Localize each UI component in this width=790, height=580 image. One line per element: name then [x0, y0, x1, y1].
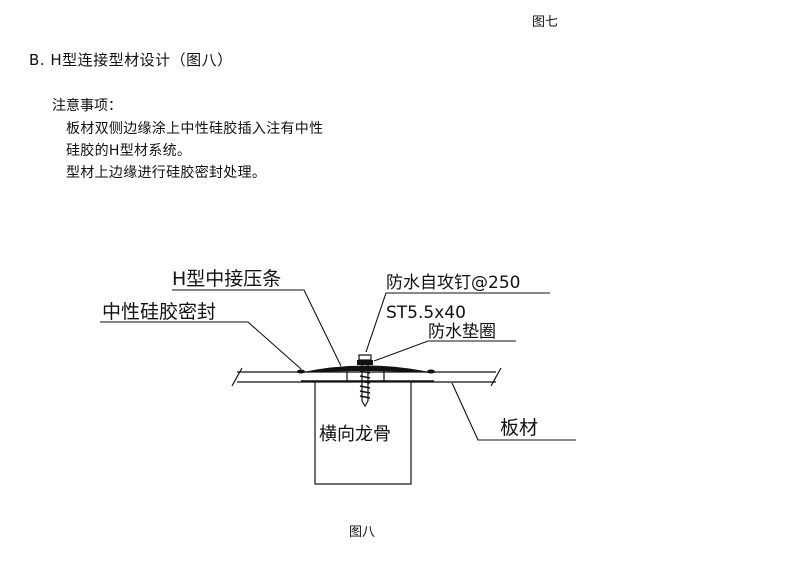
- panel-leader: [451, 382, 576, 441]
- h-strip-leader: [172, 289, 342, 367]
- screw-spec-label: ST5.5x40: [386, 303, 466, 323]
- section-title: B. H型连接型材设计（图八）: [29, 51, 233, 69]
- sealant-label: 中性硅胶密封: [102, 301, 216, 323]
- washer-leader: [373, 340, 516, 362]
- screw-label: 防水自攻钉@250: [386, 273, 520, 293]
- purlin-label: 横向龙骨: [319, 424, 391, 445]
- note-line: 板材双侧边缘涂上中性硅胶插入注有中性: [66, 121, 324, 137]
- panel-label: 板材: [500, 417, 538, 439]
- self-tapping-screw: [359, 365, 371, 408]
- washer-label: 防水垫圈: [428, 322, 496, 342]
- screw-leader: [365, 292, 550, 353]
- silicone-sealant: [297, 369, 435, 374]
- note-line: 型材上边缘进行硅胶密封处理。: [66, 165, 267, 181]
- h-joint-strip: [298, 365, 434, 382]
- sealant-leader: [100, 321, 302, 370]
- waterproof-washer: [357, 354, 373, 365]
- h-strip-label: H型中接压条: [172, 268, 281, 290]
- note-line: 硅胶的H型材系统。: [66, 143, 192, 159]
- figure-caption: 图八: [349, 525, 376, 540]
- notes-heading: 注意事项：: [52, 98, 122, 114]
- previous-figure-caption: 图七: [532, 15, 559, 30]
- transverse-purlin: [314, 381, 412, 485]
